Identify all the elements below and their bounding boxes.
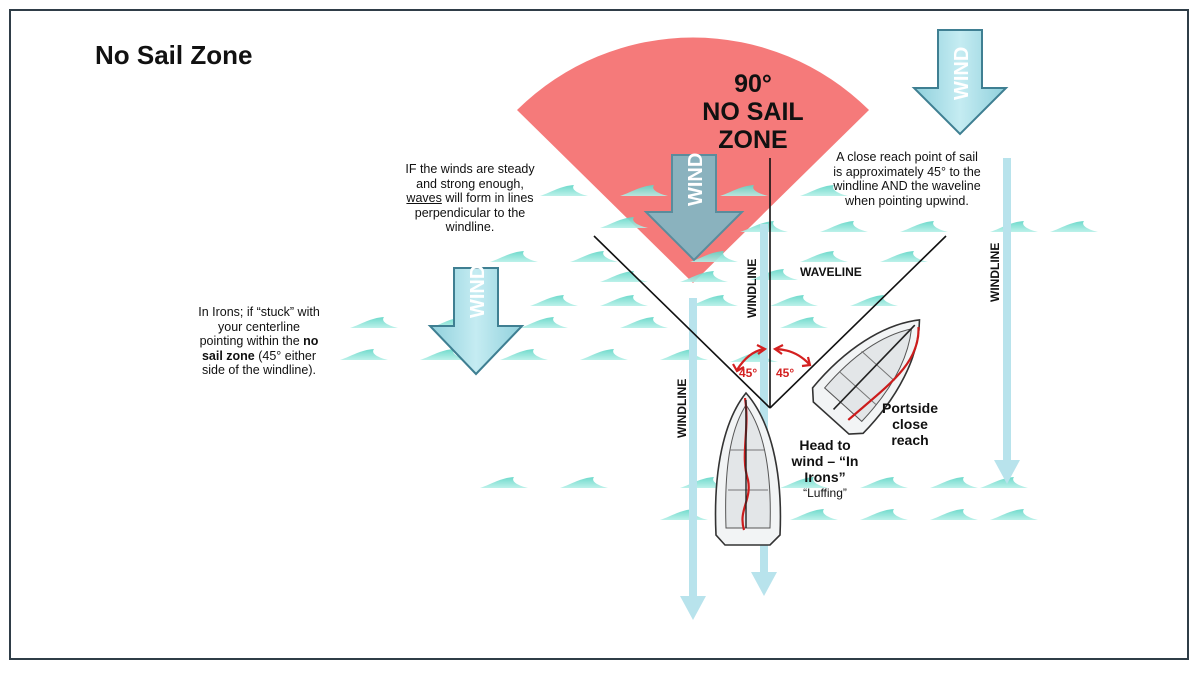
wind-arrow-center <box>643 154 745 262</box>
zone-line2: NO SAIL <box>702 98 804 126</box>
waves-note-waves: waves <box>406 191 442 205</box>
portside-line2: close <box>892 416 928 432</box>
windline-label-right: WINDLINE <box>988 243 1002 302</box>
irons-note-part1: In Irons; if “stuck” with your centerlin… <box>198 305 320 348</box>
close-reach-lines <box>593 158 947 409</box>
no-sail-zone-label: 90° NO SAIL ZONE <box>670 70 836 154</box>
wind-label-right: WIND <box>951 47 973 100</box>
head-to-wind-line1: Head to <box>799 437 851 453</box>
waves-note-part1: IF the winds are steady and strong enoug… <box>405 162 535 191</box>
zone-angle: 90° <box>734 70 772 98</box>
portside-line1: Portside <box>881 400 938 416</box>
irons-note-bold: no sail zone <box>201 334 319 363</box>
portside-close-reach-label: Portside close reach <box>872 400 948 448</box>
luffing-label: “Luffing” <box>803 486 847 500</box>
wind-arrow-right <box>911 29 1009 136</box>
waves-note: IF the winds are steady and strong enoug… <box>405 162 535 235</box>
close-reach-note: A close reach point of sail is approxima… <box>833 150 981 208</box>
boat-close-reach <box>811 319 921 435</box>
portside-line3: reach <box>891 432 929 448</box>
irons-note: In Irons; if “stuck” with your centerlin… <box>195 305 323 378</box>
head-to-wind-line2: wind – “In <box>791 453 859 469</box>
wind-label-center: WIND <box>685 153 707 206</box>
irons-note-part2: (45° either side of the windline). <box>202 348 317 378</box>
head-to-wind-label: Head to wind – “In Irons” “Luffing” <box>782 437 868 501</box>
page-title: No Sail Zone <box>95 40 253 70</box>
wind-label-left: WIND <box>467 265 489 318</box>
windline-center <box>751 224 777 596</box>
frame <box>9 9 1189 660</box>
angle-label-right: 45° <box>776 366 794 380</box>
windline-left <box>680 298 706 620</box>
windline-right <box>994 158 1020 484</box>
wind-arrow-left <box>427 267 525 376</box>
windline-label-center: WINDLINE <box>745 259 759 318</box>
boat-in-irons <box>714 391 782 546</box>
angle-arcs <box>732 344 812 373</box>
windline-label-left: WINDLINE <box>675 379 689 438</box>
zone-line3: ZONE <box>718 126 788 154</box>
waves-note-part2: will form in lines perpendicular to the … <box>414 191 534 234</box>
angle-label-left: 45° <box>739 366 757 380</box>
head-to-wind-line3: Irons” <box>804 469 846 485</box>
waveline-label: WAVELINE <box>800 265 862 279</box>
